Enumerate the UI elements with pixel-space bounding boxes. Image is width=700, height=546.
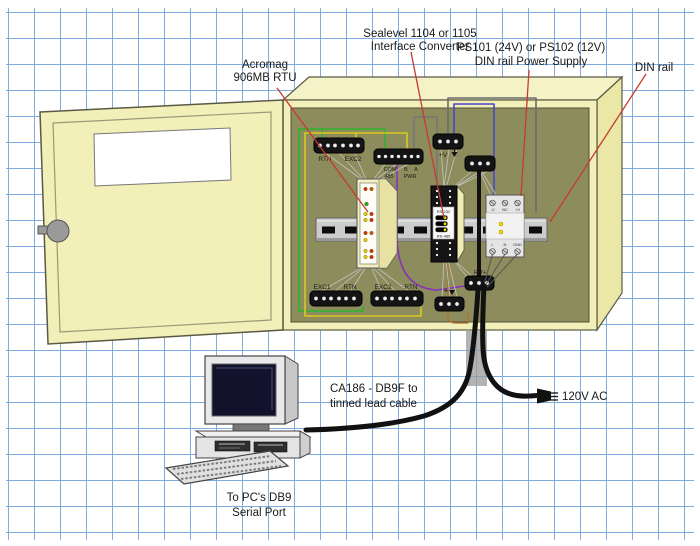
converter-module: RS-232 RS-485 [430,184,465,264]
label-acromag-1: Acromag [242,59,288,71]
leader-din-rail [549,73,647,223]
keyboard [164,450,290,485]
pc [164,355,312,485]
tb1-label-right: EXC2 [345,156,362,163]
tb2-label-b: B [404,167,408,173]
label-acromag-2: 906MB RTU [233,72,296,84]
ps-label-n: N [504,242,507,247]
power-cable [480,283,540,399]
tb7-label: + [444,286,449,295]
ps-label-gnd: GND [513,242,522,247]
wire-yellow-loop [304,132,422,317]
rtu-module [356,178,398,269]
power-supply-module: -V NC +V L N GND [483,194,525,288]
label-power-2: DIN rail Power Supply [475,56,588,68]
tb5-label-right: RTN [343,284,357,291]
terminal-block-ps-feed [464,155,496,172]
label-120vac: 120V AC [562,391,607,403]
door-inner-border [52,111,272,333]
ps-top-terminals [489,199,521,207]
wire-blue [453,103,495,196]
converter-rs232-label: RS-232 [437,209,451,214]
door-knob [37,219,70,243]
tb2-label-a: A [414,167,418,173]
computer-case [194,430,312,459]
wire-green-loop [298,128,364,312]
ac-plug-icon [537,388,558,404]
ps-label-minus-v: -V [491,207,495,212]
label-din-rail: DIN rail [635,62,673,74]
ps-label-l: L [491,242,494,247]
label-power-1: PS101 (24V) or PS102 (12V) [457,42,605,54]
external-cables [303,283,540,433]
monitor-screen [211,363,277,417]
rtu-status-leds [363,187,374,259]
label-sealevel-2: Interface Converter [371,41,470,53]
down-arrow-icon [451,147,458,157]
enclosure-door [37,99,284,345]
ps-bottom-terminals [489,248,521,255]
tb5-label-left: EXC1 [314,284,331,291]
label-pc-port-1: To PC's DB9 [227,492,292,504]
hookup-wires [319,148,499,298]
door-window [93,127,232,187]
converter-pins [435,189,452,257]
tb2-label-com: COM [384,167,397,173]
terminal-block-rtn-exc2-top: RTN EXC2 [313,137,365,163]
wire-yellow-top [355,132,408,150]
ps-label-plus-v: +V [515,207,520,212]
ps-leds [498,221,504,235]
tb1-label-left: RTN [318,156,332,163]
leader-acromag [276,87,369,213]
terminal-blocks: RTN EXC2 COM B A 485 PWR +V [309,133,496,312]
serial-cable [303,287,481,433]
converter-rs485-label: RS-485 [437,234,451,239]
terminal-block-com: COM B A 485 PWR [373,148,424,180]
label-pc-port-2: Serial Port [232,507,286,519]
leader-power-supply [520,69,530,197]
leader-lines [276,51,647,223]
converter-leds [435,215,448,233]
wire-brown [447,261,469,324]
down-arrow-icon [449,290,455,295]
wire-gray-2 [447,97,537,213]
label-cable-2: tinned lead cable [330,398,417,410]
terminal-block-rt: R-T+ [464,270,495,291]
tb6-label-left: EXC2 [375,284,392,291]
tb6-label-right: RTN [404,284,418,291]
tb2-label-485: 485 [384,174,393,180]
enclosure-top-face [281,76,624,101]
label-cable-1: CA186 - DB9F to [330,383,418,395]
monitor [204,355,299,425]
terminal-block-exc2-rtn: EXC2 RTN [370,284,424,307]
leader-sealevel [410,51,445,219]
enclosure-right-face [596,75,623,332]
terminal-block-exc1-rtn: EXC1 RTN [309,284,363,307]
callout-labels: Acromag 906MB RTU Sealevel 1104 or 1105 … [227,28,674,519]
label-sealevel-1: Sealevel 1104 or 1105 [363,28,476,40]
wire-gray-1 [413,116,438,187]
tb2-label-pwr: PWR [404,174,417,180]
ps-output-wires [483,253,518,288]
ps-label-nc: NC [502,207,508,212]
terminal-block-plus: + [434,286,465,312]
tb8-label: R-T+ [474,270,486,276]
tb3-label: +V [439,152,448,159]
terminal-block-plus-v: +V [432,133,464,159]
wire-green-top [321,128,386,150]
